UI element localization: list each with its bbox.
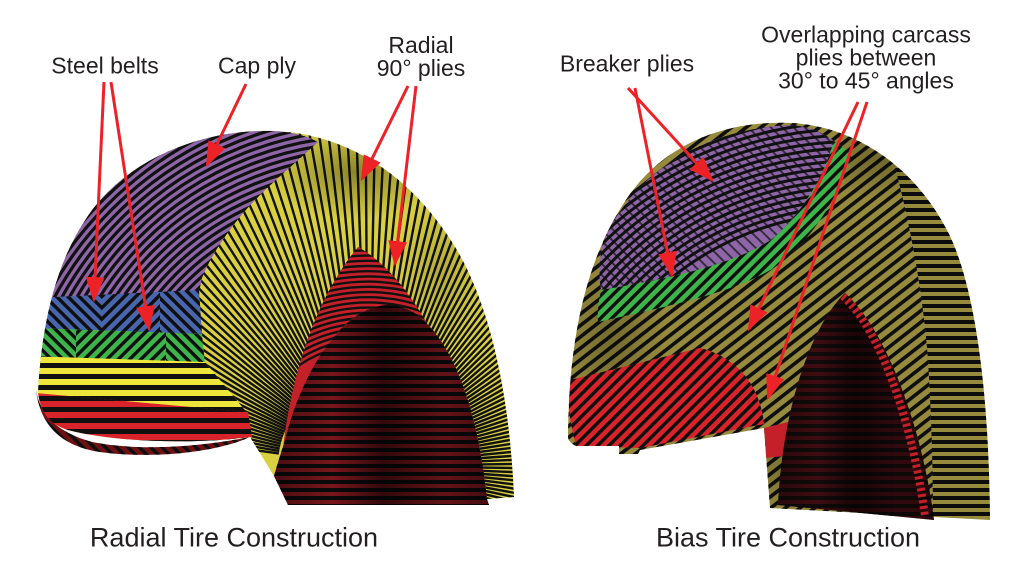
arrow-cap-ply	[205, 83, 248, 168]
label-breaker-plies: Breaker plies	[559, 50, 695, 77]
label-overlapping-line1: Overlapping carcass	[761, 21, 971, 48]
radial-tire-illustration	[36, 130, 514, 505]
label-overlapping-carcass: Overlapping carcass plies between 30° to…	[761, 21, 971, 94]
label-overlapping-line3: 30° to 45° angles	[778, 67, 954, 94]
label-radial-plies-line2: 90° plies	[376, 55, 466, 81]
arrow-breaker-plies-1	[626, 86, 714, 182]
caption-bias-tire: Bias Tire Construction	[655, 522, 921, 553]
caption-radial-tire: Radial Tire Construction	[89, 522, 379, 553]
arrow-overlapping-2	[766, 101, 869, 401]
arrow-steel-belts-2	[109, 81, 155, 332]
annotation-arrows	[85, 81, 869, 401]
radial-ply-rim-band	[283, 247, 477, 452]
label-overlapping-line2: plies between	[795, 44, 937, 71]
label-radial-plies: Radial 90° plies	[377, 34, 465, 80]
arrow-radial-plies-1	[360, 85, 410, 182]
arrow-breaker-plies-2	[633, 87, 677, 278]
label-cap-ply: Cap ply	[218, 52, 296, 79]
arrow-steel-belts-1	[85, 81, 106, 303]
arrow-radial-plies-2	[388, 85, 418, 267]
label-steel-belts: Steel belts	[51, 52, 159, 79]
bias-tire-illustration	[568, 122, 990, 520]
arrow-overlapping-1	[747, 101, 860, 332]
label-radial-plies-line1: Radial	[388, 32, 454, 58]
bias-inner-rim-bead	[840, 293, 929, 517]
